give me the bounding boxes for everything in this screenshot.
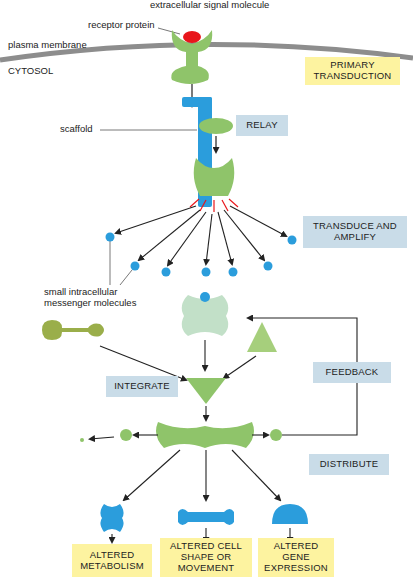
step-box: INTEGRATE — [106, 376, 178, 397]
callout-label: small intracellular messenger molecules — [44, 287, 144, 309]
step-label: ALTERED METABOLISM — [77, 550, 147, 572]
step-label: FEEDBACK — [326, 367, 379, 378]
step-label: INTEGRATE — [114, 381, 169, 392]
step-label: DISTRIBUTE — [320, 459, 378, 470]
callout-label: plasma membrane — [8, 40, 87, 51]
step-label: ALTERED CELL SHAPE OR MOVEMENT — [165, 541, 247, 574]
step-label: TRANSDUCE AND AMPLIFY — [308, 221, 402, 243]
outcome-box: ALTERED CELL SHAPE OR MOVEMENT — [160, 538, 252, 577]
step-box: TRANSDUCE AND AMPLIFY — [303, 216, 407, 248]
step-box: FEEDBACK — [313, 362, 391, 383]
outcome-box: ALTERED METABOLISM — [72, 544, 152, 577]
callout-label: scaffold — [60, 124, 93, 135]
step-label: PRIMARY TRANSDUCTION — [310, 60, 395, 82]
callout-label: CYTOSOL — [8, 66, 53, 77]
outcome-box: ALTERED GENE EXPRESSION — [258, 538, 334, 577]
step-label: RELAY — [246, 120, 277, 131]
step-label: ALTERED GENE EXPRESSION — [263, 541, 329, 574]
step-box: RELAY — [236, 115, 288, 136]
callout-label: extracellular signal molecule — [150, 0, 269, 11]
callout-label: receptor protein — [88, 20, 155, 31]
step-box: DISTRIBUTE — [309, 454, 389, 475]
outcome-box: PRIMARY TRANSDUCTION — [305, 57, 400, 85]
